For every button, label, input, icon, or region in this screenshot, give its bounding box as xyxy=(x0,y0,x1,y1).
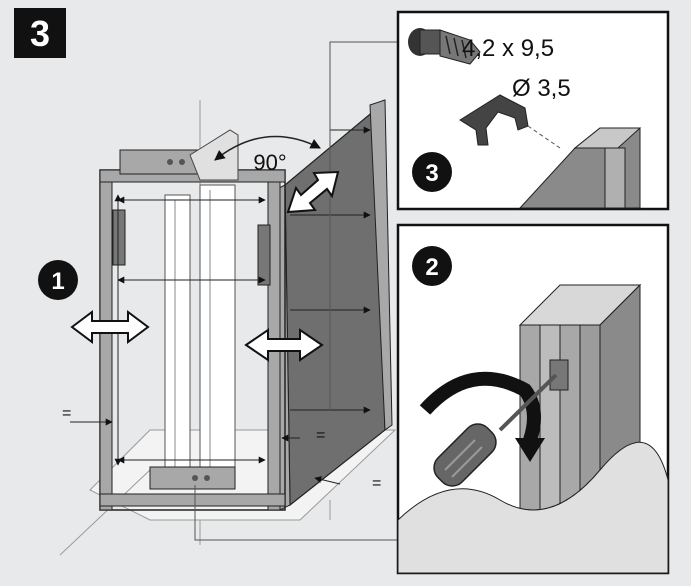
door-panel-right xyxy=(199,184,236,486)
svg-text:3: 3 xyxy=(425,160,438,187)
adjust-arrow-diagonal xyxy=(286,170,340,214)
equal-mark-right: = xyxy=(372,475,381,492)
step-badge: 3 xyxy=(14,8,66,58)
door-panel-left xyxy=(164,194,191,486)
inset-screw-detail: 4,2 x 9,5 Ø 3,5 3 xyxy=(396,10,670,211)
drill-diameter-label: Ø 3,5 xyxy=(512,75,571,102)
front-frame-bottom-rail xyxy=(99,493,286,507)
shower-frame-assembly: 90° = = = 1 xyxy=(38,41,398,556)
front-frame-left-post xyxy=(99,169,113,511)
angle-label: 90° xyxy=(253,150,286,175)
callout-2: 2 xyxy=(412,246,452,286)
cutaway-edge xyxy=(397,442,669,574)
equal-distance-marks xyxy=(70,418,341,485)
rotation-arrow xyxy=(419,371,541,443)
adjust-arrow-left xyxy=(70,310,150,344)
leader-lines xyxy=(194,41,398,541)
angle-arc xyxy=(214,135,321,161)
screw-size-label: 4,2 x 9,5 xyxy=(462,35,554,62)
equal-mark-left: = xyxy=(62,405,71,422)
wall-plug-screw-icon xyxy=(408,28,481,65)
mounting-bracket-icon xyxy=(459,94,529,146)
screwdriver-icon xyxy=(433,373,558,487)
wall-profile-right xyxy=(369,99,393,431)
inset-adjustment-detail: 2 xyxy=(396,223,670,575)
callout-3: 3 xyxy=(412,152,452,192)
step-number: 3 xyxy=(30,13,50,54)
svg-text:2: 2 xyxy=(425,254,438,281)
adjust-arrow-right xyxy=(244,328,324,362)
svg-text:1: 1 xyxy=(51,268,64,295)
callout-1: 1 xyxy=(38,260,78,300)
equal-mark-middle: = xyxy=(316,427,325,444)
